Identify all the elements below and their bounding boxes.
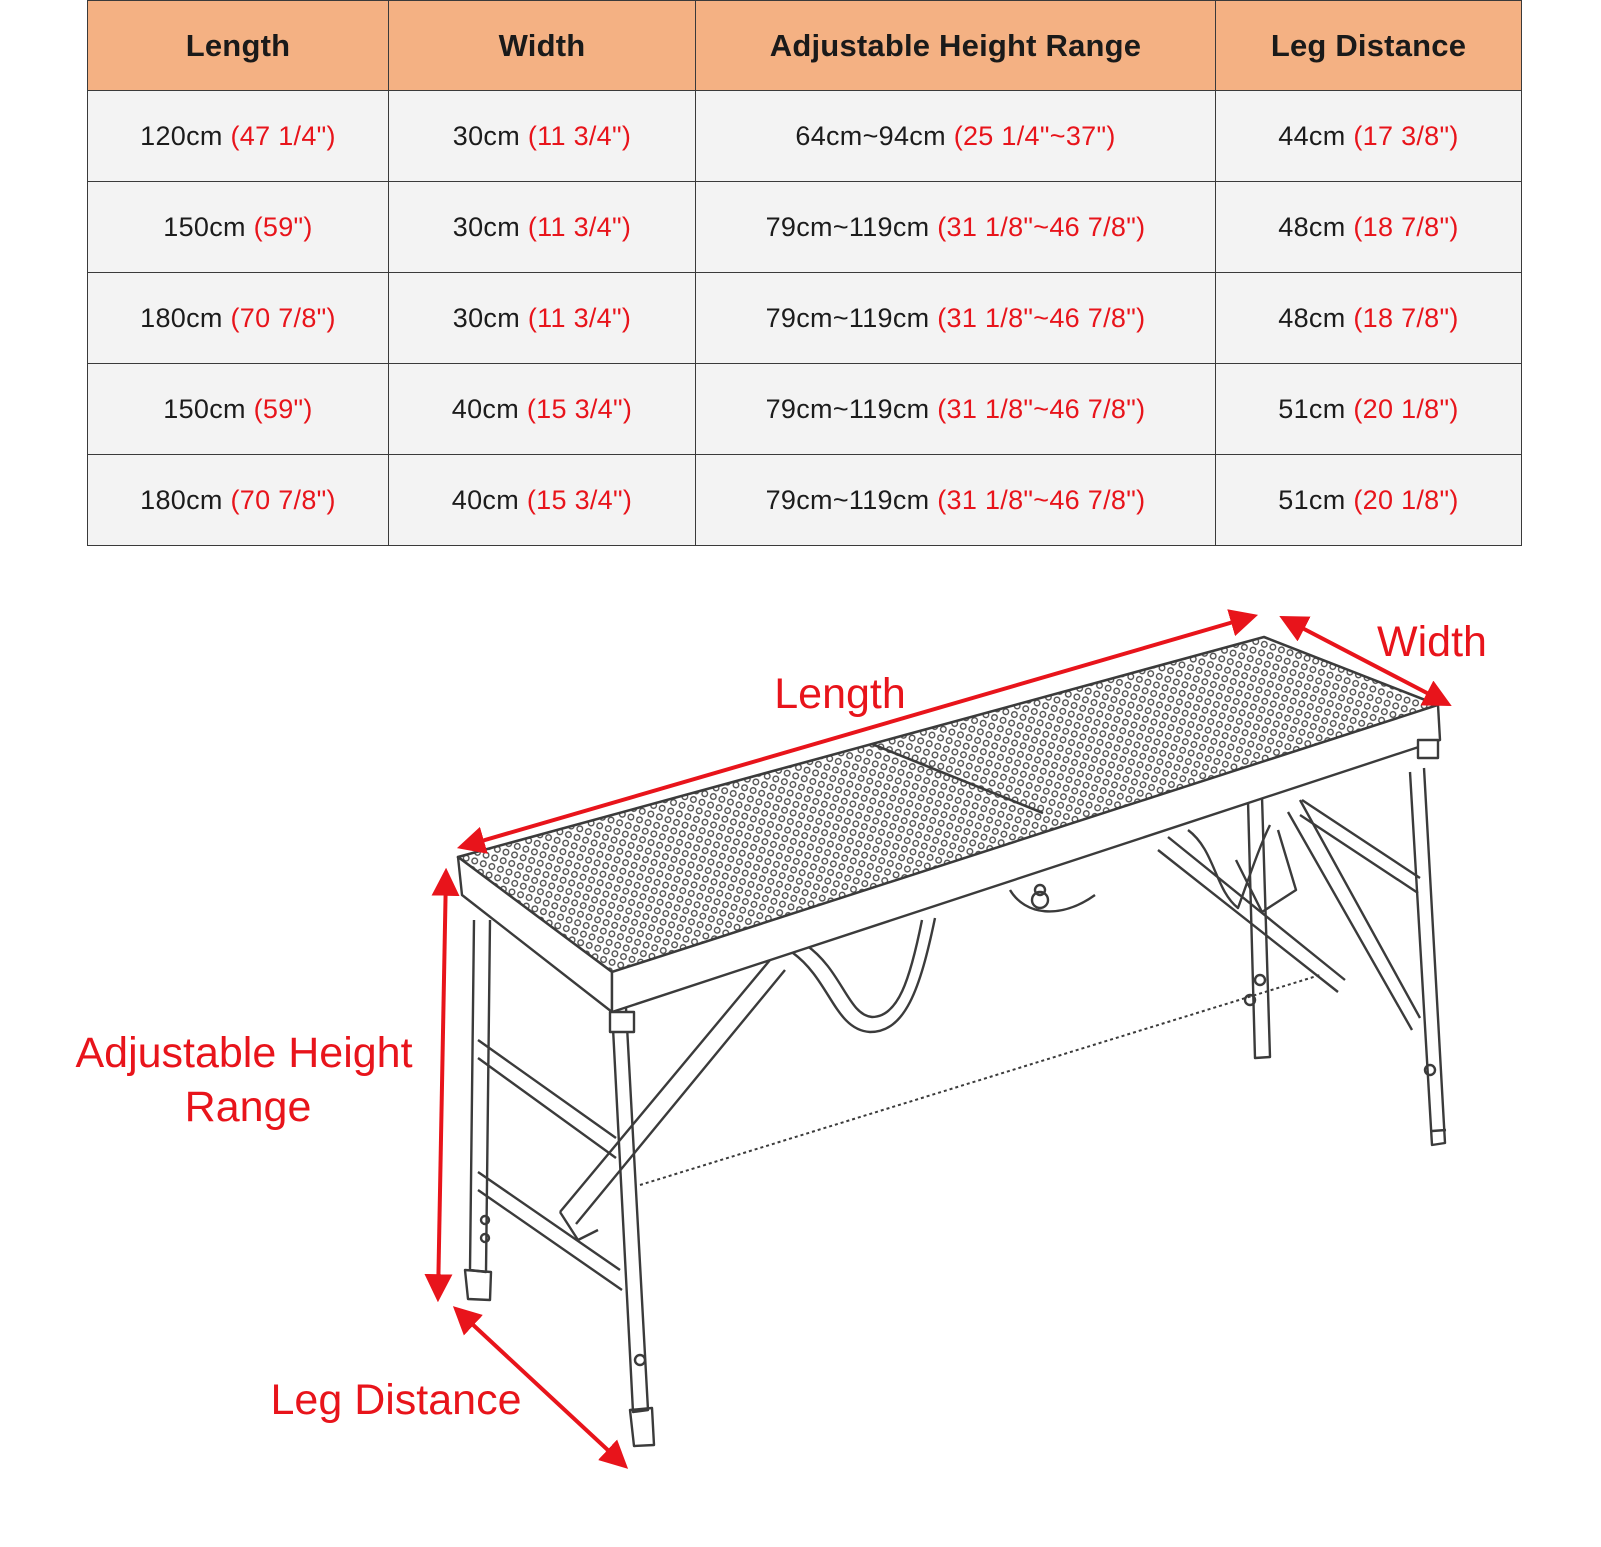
- header-leg-distance: Leg Distance: [1215, 0, 1522, 91]
- cell-leg-distance: 48cm (18 7/8"): [1215, 181, 1522, 273]
- imperial-value: (47 1/4"): [230, 120, 336, 151]
- cell-leg-distance: 44cm (17 3/8"): [1215, 90, 1522, 182]
- leg-distance-arrow: [452, 1306, 629, 1469]
- imperial-value: (31 1/8"~46 7/8"): [937, 302, 1146, 333]
- metric-value: 64cm~94cm: [795, 120, 946, 151]
- length-label: Length: [774, 670, 906, 718]
- cell-length: 180cm (70 7/8"): [87, 454, 389, 546]
- front-rung-upper: [477, 1039, 617, 1159]
- table-row: 120cm (47 1/4")30cm (11 3/4")64cm~94cm (…: [87, 90, 1522, 182]
- cell-leg-distance: 48cm (18 7/8"): [1215, 272, 1522, 364]
- imperial-value: (70 7/8"): [230, 484, 336, 515]
- width-label: Width: [1377, 618, 1487, 666]
- metric-value: 120cm: [140, 120, 223, 151]
- width-arrow: [1279, 616, 1452, 706]
- metric-value: 30cm: [452, 120, 521, 151]
- cell-width: 30cm (11 3/4"): [388, 181, 696, 273]
- cell-length: 180cm (70 7/8"): [87, 272, 389, 364]
- header-length: Length: [87, 0, 389, 91]
- tension-cable: [639, 974, 1321, 1186]
- front-strap-handle: [792, 917, 937, 1034]
- height-label-line2: Range: [185, 1083, 312, 1131]
- cell-length: 120cm (47 1/4"): [87, 90, 389, 182]
- table-row: 180cm (70 7/8")40cm (15 3/4")79cm~119cm …: [87, 454, 1522, 546]
- far-right-leg: [1408, 767, 1447, 1147]
- imperial-value: (18 7/8"): [1353, 211, 1459, 242]
- imperial-value: (17 3/8"): [1353, 120, 1459, 151]
- size-spec-table: Length Width Adjustable Height Range Leg…: [87, 0, 1522, 546]
- height-arrow: [424, 867, 460, 1303]
- imperial-value: (18 7/8"): [1353, 302, 1459, 333]
- header-width: Width: [388, 0, 696, 91]
- table-row: 150cm (59")40cm (15 3/4")79cm~119cm (31 …: [87, 363, 1522, 455]
- cell-width: 40cm (15 3/4"): [388, 454, 696, 546]
- metric-value: 150cm: [163, 211, 246, 242]
- metric-value: 30cm: [452, 211, 521, 242]
- cell-width: 30cm (11 3/4"): [388, 90, 696, 182]
- metric-value: 150cm: [163, 393, 246, 424]
- rear-strap-handle: [1187, 824, 1272, 910]
- metric-value: 51cm: [1278, 393, 1346, 424]
- metric-value: 79cm~119cm: [765, 393, 930, 424]
- imperial-value: (70 7/8"): [230, 302, 336, 333]
- metric-value: 180cm: [140, 484, 223, 515]
- table-row: 180cm (70 7/8")30cm (11 3/4")79cm~119cm …: [87, 272, 1522, 364]
- imperial-value: (25 1/4"~37"): [953, 120, 1116, 151]
- imperial-value: (11 3/4"): [527, 120, 632, 151]
- metric-value: 48cm: [1278, 211, 1346, 242]
- cell-length: 150cm (59"): [87, 363, 389, 455]
- cell-height-range: 64cm~94cm (25 1/4"~37"): [695, 90, 1216, 182]
- cell-height-range: 79cm~119cm (31 1/8"~46 7/8"): [695, 454, 1216, 546]
- rear-right-leg: [1246, 796, 1272, 1060]
- imperial-value: (20 1/8"): [1353, 393, 1459, 424]
- cell-leg-distance: 51cm (20 1/8"): [1215, 454, 1522, 546]
- right-side-brace: [1299, 798, 1421, 895]
- cell-leg-distance: 51cm (20 1/8"): [1215, 363, 1522, 455]
- table-header-row: Length Width Adjustable Height Range Leg…: [87, 0, 1522, 91]
- leg-distance-label: Leg Distance: [271, 1376, 522, 1424]
- folding-work-platform-drawing: [456, 635, 1447, 1448]
- imperial-value: (15 3/4"): [526, 484, 633, 515]
- length-arrow: [456, 609, 1259, 854]
- metric-value: 79cm~119cm: [765, 484, 930, 515]
- center-hinge: [1008, 889, 1096, 913]
- imperial-value: (31 1/8"~46 7/8"): [937, 393, 1146, 424]
- header-height-range: Adjustable Height Range: [695, 0, 1216, 91]
- imperial-value: (11 3/4"): [527, 302, 632, 333]
- metric-value: 30cm: [452, 302, 521, 333]
- cell-height-range: 79cm~119cm (31 1/8"~46 7/8"): [695, 181, 1216, 273]
- front-near-leg: [610, 1007, 650, 1414]
- cell-width: 30cm (11 3/4"): [388, 272, 696, 364]
- metric-value: 51cm: [1278, 484, 1346, 515]
- cell-width: 40cm (15 3/4"): [388, 363, 696, 455]
- cell-height-range: 79cm~119cm (31 1/8"~46 7/8"): [695, 363, 1216, 455]
- product-dimension-diagram: Length Width Adjustable Height Range Leg…: [75, 609, 1487, 1469]
- imperial-value: (59"): [253, 211, 313, 242]
- imperial-value: (15 3/4"): [526, 393, 633, 424]
- metric-value: 180cm: [140, 302, 223, 333]
- front-diagonal-brace: [559, 959, 786, 1225]
- front-rung-lower: [477, 1171, 623, 1291]
- height-label-line1: Adjustable Height: [75, 1029, 412, 1077]
- metric-value: 40cm: [451, 393, 520, 424]
- cell-length: 150cm (59"): [87, 181, 389, 273]
- table-row: 150cm (59")30cm (11 3/4")79cm~119cm (31 …: [87, 181, 1522, 273]
- metric-value: 79cm~119cm: [765, 302, 930, 333]
- right-diagonal-brace: [1157, 836, 1346, 993]
- cell-height-range: 79cm~119cm (31 1/8"~46 7/8"): [695, 272, 1216, 364]
- imperial-value: (31 1/8"~46 7/8"): [937, 484, 1146, 515]
- imperial-value: (59"): [253, 393, 313, 424]
- metric-value: 40cm: [451, 484, 520, 515]
- imperial-value: (20 1/8"): [1353, 484, 1459, 515]
- metric-value: 79cm~119cm: [765, 211, 930, 242]
- dimension-annotations: [424, 609, 1452, 1469]
- metric-value: 48cm: [1278, 302, 1346, 333]
- imperial-value: (11 3/4"): [527, 211, 632, 242]
- metric-value: 44cm: [1278, 120, 1346, 151]
- imperial-value: (31 1/8"~46 7/8"): [937, 211, 1146, 242]
